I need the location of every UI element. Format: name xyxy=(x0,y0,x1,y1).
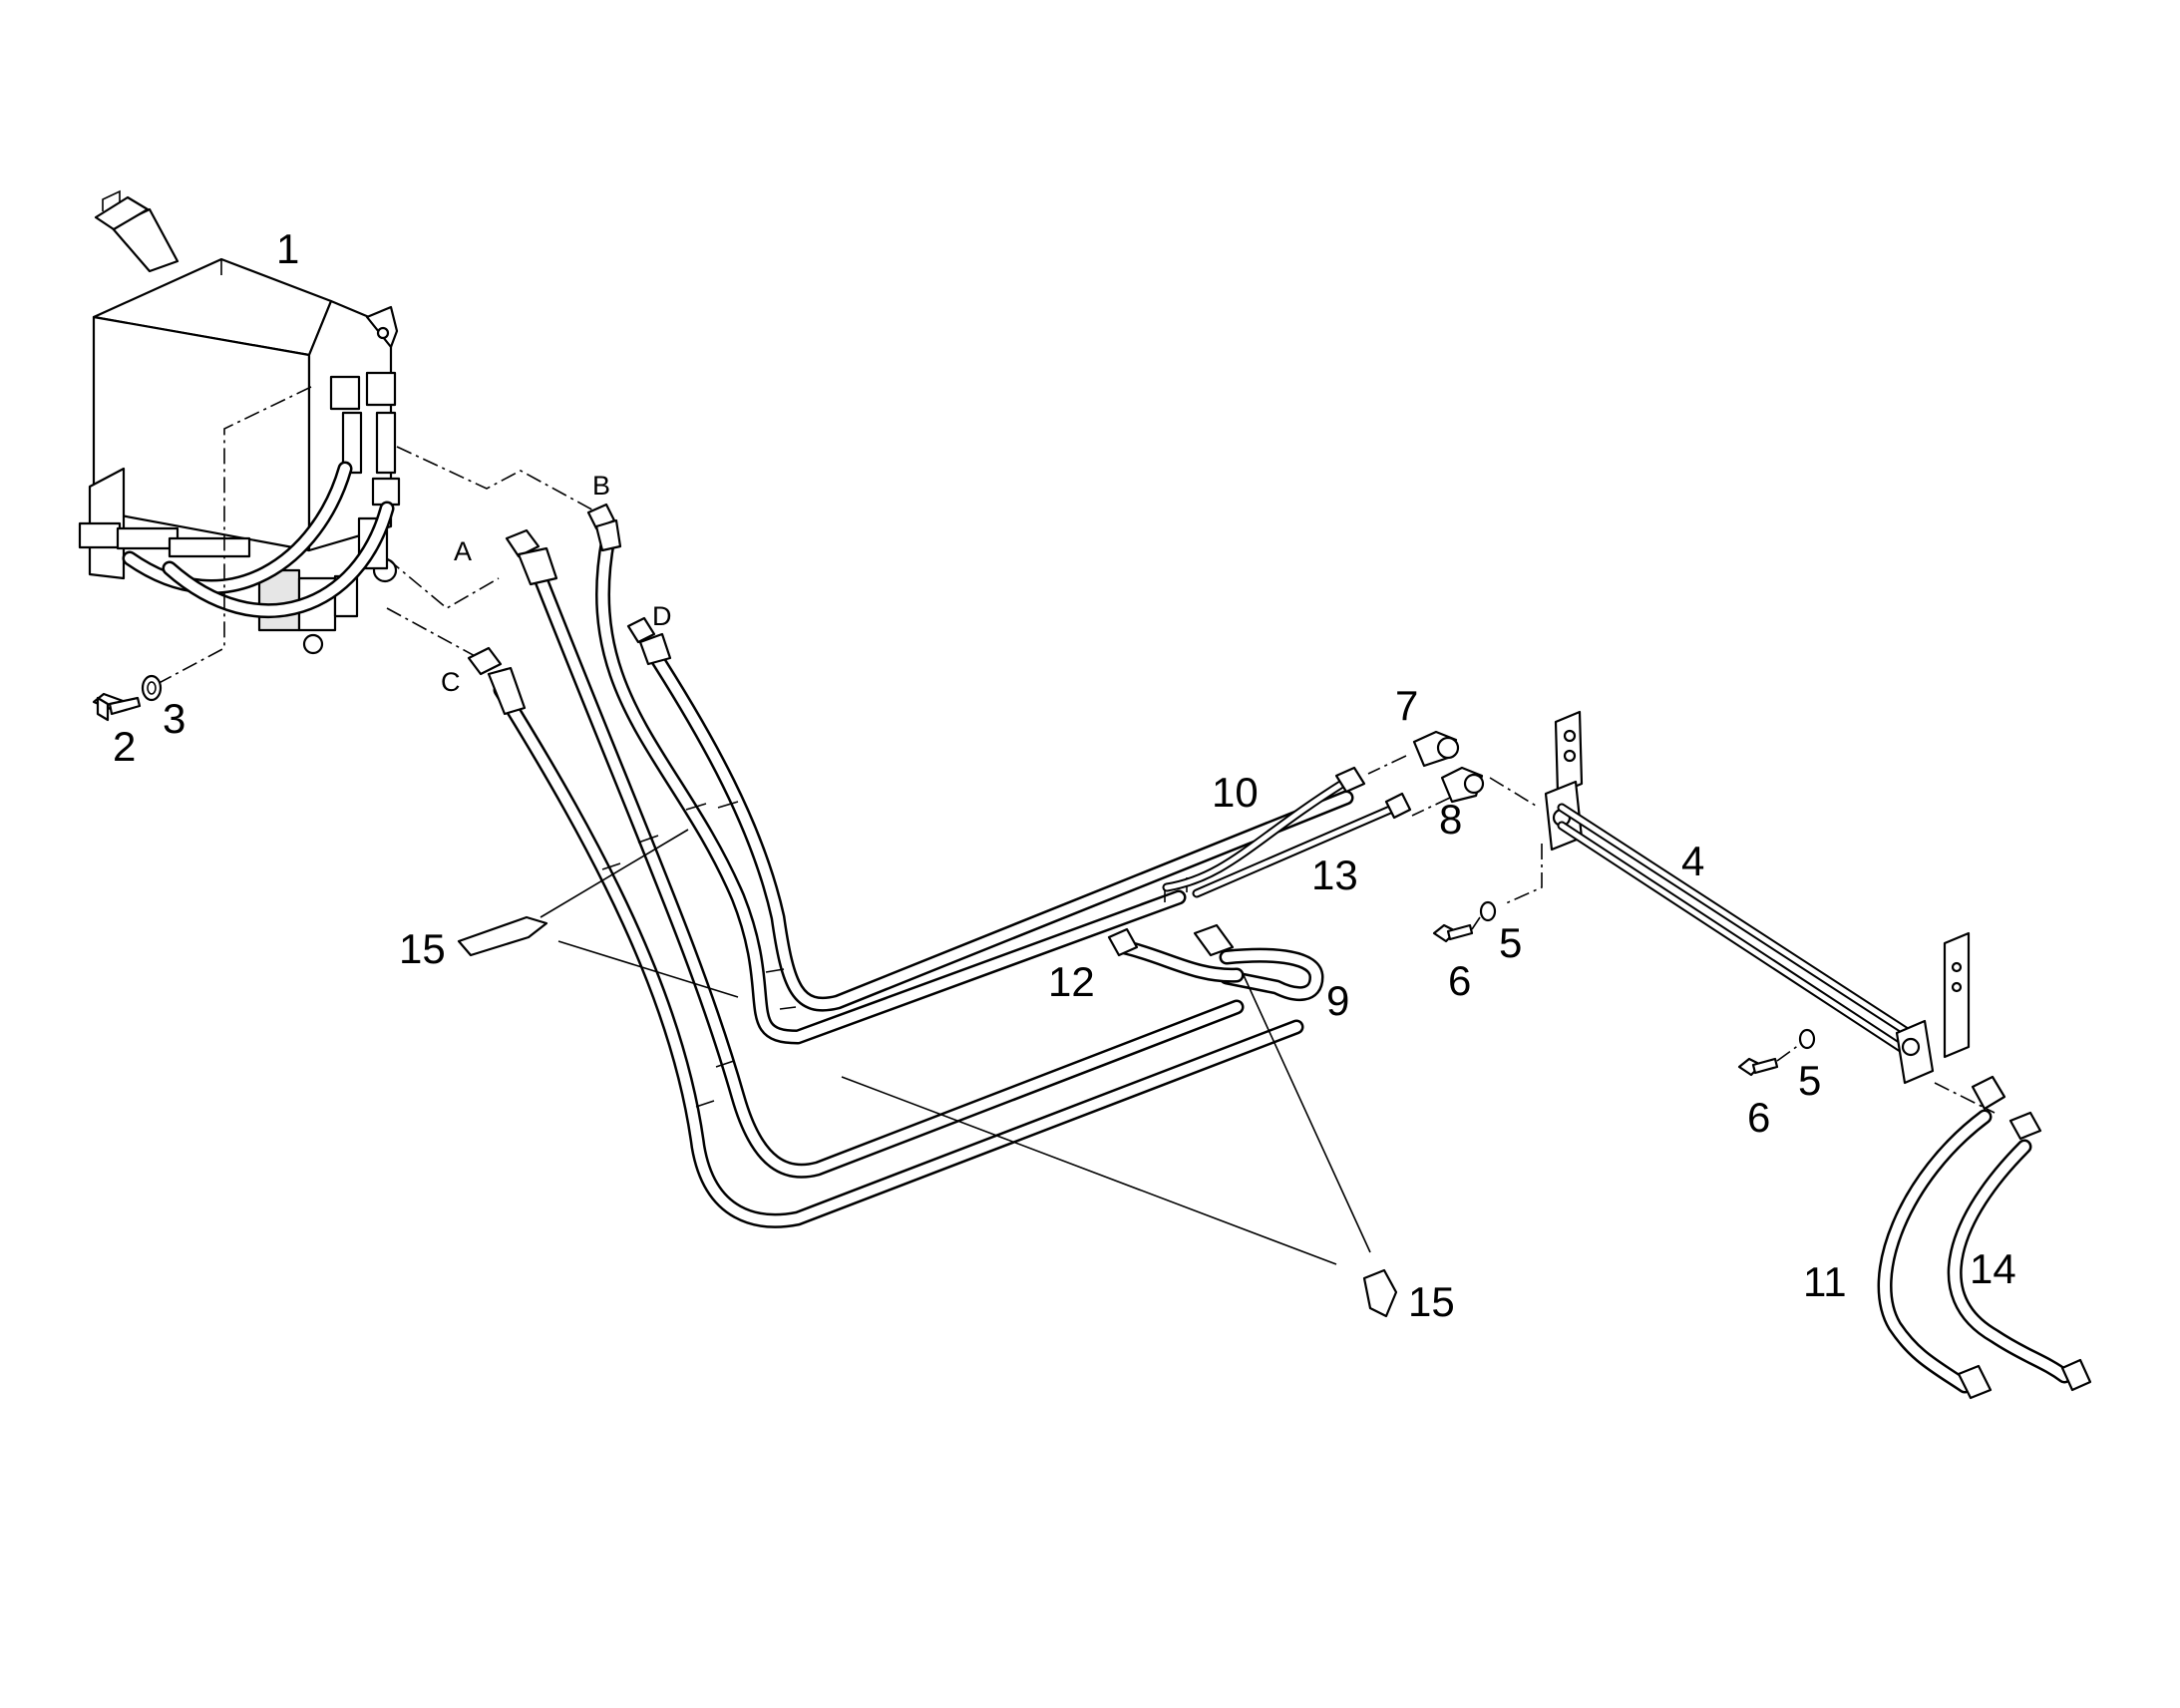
callout-8: 8 xyxy=(1439,796,1462,843)
washer-part-5-lower xyxy=(1798,1028,1816,1050)
hose-part-12 xyxy=(1107,927,1245,983)
callout-6-lower: 6 xyxy=(1747,1094,1770,1141)
callout-5-upper: 5 xyxy=(1499,919,1522,966)
bolt-part-6-lower xyxy=(1737,1057,1779,1077)
connection-letter-c: C xyxy=(441,667,461,697)
washer-part-5-upper xyxy=(1479,900,1497,922)
tube-assembly-part-4 xyxy=(1544,710,1971,1085)
clamp-part-15-left xyxy=(457,915,548,957)
hose-part-13 xyxy=(1192,792,1412,898)
bolt-part-6-upper xyxy=(1432,923,1474,943)
callout-11: 11 xyxy=(1803,1258,1847,1305)
callout-15-right: 15 xyxy=(1408,1278,1455,1325)
callout-5-lower: 5 xyxy=(1798,1057,1821,1104)
washer-part-3 xyxy=(141,674,163,702)
callout-1: 1 xyxy=(276,225,299,272)
callout-12: 12 xyxy=(1048,958,1095,1005)
connection-letter-d: D xyxy=(652,601,672,631)
clamp-part-15-right xyxy=(1362,1268,1398,1318)
elbow-fitting-part-7 xyxy=(1412,730,1460,768)
tube-part-9 xyxy=(1193,923,1324,1001)
callout-2: 2 xyxy=(113,723,136,770)
callout-9: 9 xyxy=(1326,977,1349,1024)
hose-part-10 xyxy=(1162,766,1366,892)
callout-7: 7 xyxy=(1395,682,1418,729)
callout-6-upper: 6 xyxy=(1448,957,1471,1004)
hose-part-14 xyxy=(1947,1111,2092,1392)
connection-letter-a: A xyxy=(454,536,472,566)
callout-10: 10 xyxy=(1212,769,1259,816)
reservoir-assembly xyxy=(78,189,401,655)
callout-3: 3 xyxy=(163,695,185,742)
bolt-part-2 xyxy=(92,692,142,722)
hose-part-11 xyxy=(1877,1075,2006,1400)
hose-bundle-main xyxy=(467,503,1354,1228)
callout-15-left: 15 xyxy=(399,925,446,972)
connection-letter-b: B xyxy=(592,471,610,501)
callout-13: 13 xyxy=(1311,852,1358,898)
elbow-fitting-part-8 xyxy=(1440,766,1485,804)
callout-14: 14 xyxy=(1970,1245,2016,1292)
callout-4: 4 xyxy=(1681,838,1704,884)
